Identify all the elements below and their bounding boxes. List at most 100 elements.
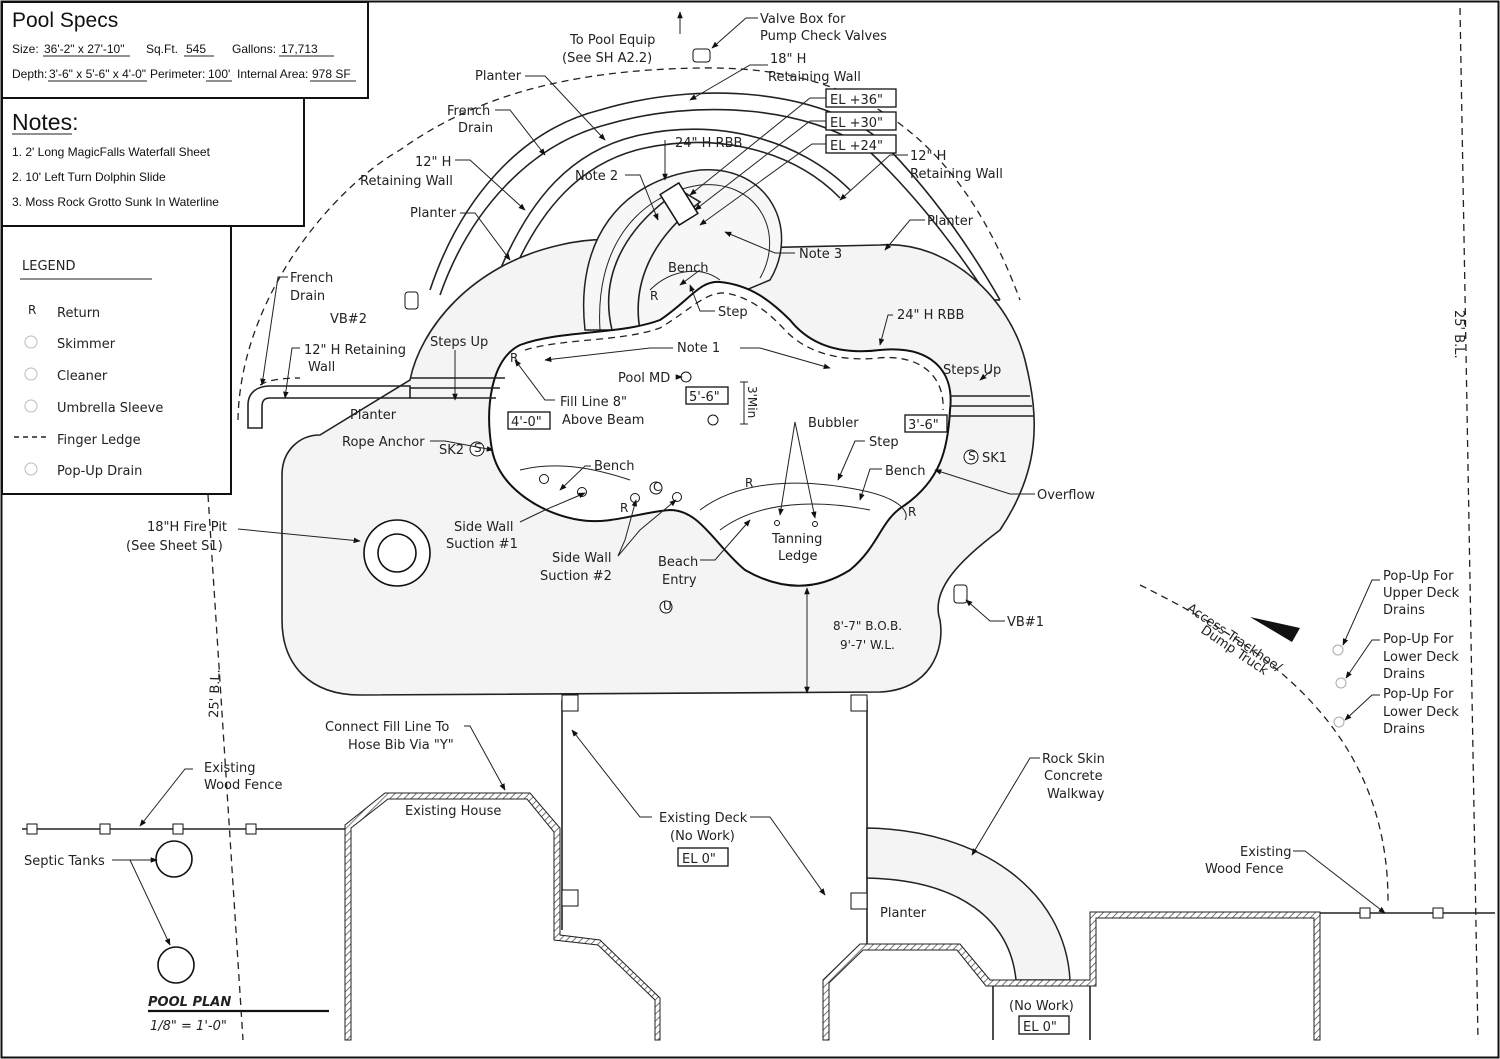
label-popup-lower1-a: Pop-Up For: [1383, 632, 1454, 647]
depth-mark-left: 4'-0": [511, 415, 542, 430]
skimmer-icon: [24, 335, 38, 349]
label-valve-box: Valve Box for: [760, 12, 846, 27]
notes-title: Notes:: [12, 109, 78, 135]
internal-area-label: Internal Area:: [237, 67, 308, 81]
skimmer-sk1: S: [963, 449, 979, 465]
depth-mark-deep: 5'-6": [689, 390, 720, 405]
label-popup-lower1-b: Lower Deck: [1383, 650, 1459, 665]
label-existing-deck-b: (No Work): [670, 829, 735, 844]
fire-pit: [363, 519, 431, 587]
legend-item-finger-ledge: Finger Ledge: [14, 433, 141, 448]
label-overflow: Overflow: [1037, 488, 1095, 503]
label-note1: Note 1: [677, 341, 720, 356]
return-marker: R: [510, 351, 518, 365]
label-planter-left: Planter: [410, 206, 457, 221]
sqft-label: Sq.Ft.: [146, 42, 178, 56]
label-step-right: Step: [869, 435, 899, 450]
label-side-wall-1-a: Side Wall: [454, 520, 513, 535]
label-bench-left: Bench: [594, 459, 635, 474]
label-retaining-12-wall-a: 12" H Retaining: [304, 343, 406, 358]
skimmer-sk2: S: [469, 441, 485, 457]
label-popup-lower1-c: Drains: [1383, 667, 1425, 682]
label-popup-lower2-c: Drains: [1383, 722, 1425, 737]
pop-up-drain-icon: [24, 462, 38, 476]
label-tanning-ledge-a: Tanning: [771, 532, 822, 547]
dolphin-slide: [607, 189, 702, 331]
vb1-box: [953, 584, 968, 604]
umbrella-sleeve-icon: [24, 399, 38, 413]
label-beach-entry-a: Beach: [658, 555, 698, 570]
legend-label-pop-up-drain: Pop-Up Drain: [57, 464, 142, 479]
label-rock-skin-b: Concrete: [1044, 769, 1103, 784]
label-to-pool-equip: To Pool Equip: [569, 33, 655, 48]
legend-label-return: Return: [57, 306, 100, 321]
label-rock-skin-a: Rock Skin: [1042, 752, 1105, 767]
depth-mark-right: 3'-6": [908, 418, 939, 433]
label-note3: Note 3: [799, 247, 842, 262]
label-rock-skin-c: Walkway: [1047, 787, 1105, 802]
bubbler-marker: [812, 521, 818, 527]
label-retaining-12-left-a: 12" H: [415, 155, 451, 170]
plan-title: POOL PLAN: [148, 995, 231, 1010]
label-wl: 9'-7' W.L.: [840, 638, 895, 652]
perimeter-value: 100': [208, 67, 230, 81]
pop-up-drain: [1332, 644, 1344, 656]
pop-up-drain: [1333, 716, 1345, 728]
label-planter-top: Planter: [475, 69, 522, 84]
label-bubbler: Bubbler: [808, 416, 859, 431]
sk2-symbol: S: [474, 441, 482, 455]
label-popup-upper-a: Pop-Up For: [1383, 569, 1454, 584]
label-bench-top: Bench: [668, 261, 709, 276]
elevation-tag-walkway: EL 0": [1023, 1020, 1057, 1035]
label-existing-deck-a: Existing Deck: [659, 811, 748, 826]
label-sk1: SK1: [982, 451, 1007, 466]
label-vb1: VB#1: [1007, 615, 1044, 630]
pop-up-drain: [1335, 677, 1347, 689]
label-no-work-bottom: (No Work): [1009, 999, 1074, 1014]
label-popup-lower2-a: Pop-Up For: [1383, 687, 1454, 702]
depth-value: 3'-6" x 5'-6" x 4'-0": [49, 67, 146, 81]
legend-box: LEGEND R Return Skimmer Cleaner Umbrella…: [1, 225, 232, 495]
label-vb2: VB#2: [330, 312, 367, 327]
cleaner-marker: C: [649, 480, 663, 495]
return-marker: R: [650, 289, 658, 303]
legend-item-cleaner: Cleaner: [24, 367, 108, 384]
legend-label-finger-ledge: Finger Ledge: [57, 433, 141, 448]
cleaner-symbol: C: [653, 480, 661, 494]
label-see-sh: (See SH A2.2): [562, 51, 652, 66]
legend-label-skimmer: Skimmer: [57, 337, 116, 352]
label-beach-entry-b: Entry: [662, 573, 697, 588]
label-pool-md: Pool MD: [618, 371, 670, 386]
fence-left: [22, 823, 345, 835]
north-arrow: [1250, 617, 1300, 642]
note-item-3: 3. Moss Rock Grotto Sunk In Waterline: [12, 195, 219, 209]
label-popup-upper-b: Upper Deck: [1383, 586, 1460, 601]
legend-item-skimmer: Skimmer: [24, 335, 116, 352]
bubbler-marker: [774, 520, 780, 526]
label-fire-pit-b: (See Sheet S1): [126, 539, 223, 554]
leader-lines: [112, 11, 1386, 946]
label-popup-upper-c: Drains: [1383, 603, 1425, 618]
pool-specs-title: Pool Specs: [12, 9, 118, 32]
label-connect-fill-a: Connect Fill Line To: [325, 720, 449, 735]
upper-planter-walls: [237, 67, 1021, 421]
suction-port: [672, 492, 682, 502]
legend-label-cleaner: Cleaner: [57, 369, 108, 384]
main-drain: [680, 371, 692, 383]
label-existing-fence-right-a: Existing: [1240, 845, 1292, 860]
gallons-label: Gallons:: [232, 42, 276, 56]
depth-min-note: 3'Min: [745, 386, 759, 418]
label-existing-fence-right-b: Wood Fence: [1205, 862, 1284, 877]
perimeter-label: Perimeter:: [150, 67, 205, 81]
label-retaining-12-left-b: Retaining Wall: [360, 174, 453, 189]
sk1-symbol: S: [968, 449, 976, 463]
legend-item-pop-up-drain: Pop-Up Drain: [24, 462, 142, 479]
drawing-labels: To Pool Equip (See SH A2.2) Valve Box fo…: [24, 12, 1460, 1014]
lower-house-wall: [822, 911, 1321, 1041]
label-steps-up-right: Steps Up: [943, 363, 1001, 378]
return-icon: R: [28, 303, 36, 317]
elevation-tag-24: EL +24": [830, 139, 883, 154]
label-steps-up-left: Steps Up: [430, 335, 488, 350]
